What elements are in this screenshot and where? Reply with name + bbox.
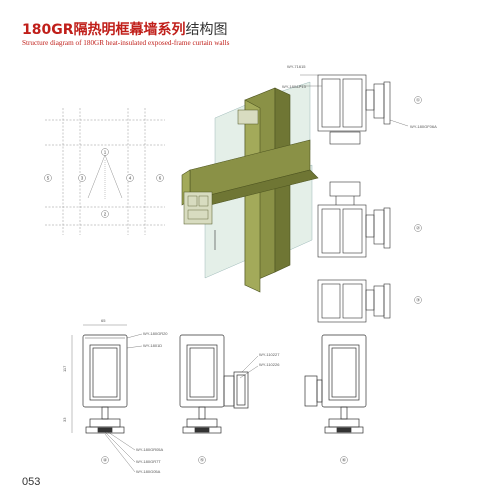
label-wy-180gr7t: WY-180GR7T [136, 459, 161, 464]
mark-3-label: 3 [81, 176, 84, 181]
section-mark-5-label: ⑤ [200, 458, 205, 463]
section-mark-6 [340, 456, 348, 464]
label-wy-180g05a: WY-180G05A [136, 469, 161, 474]
section-mark-2-label: ② [416, 226, 421, 231]
label-wy-180gr05a: WY-180GR05A [136, 447, 164, 452]
mark-6 [156, 174, 164, 182]
title-cn-rest: 结构图 [185, 22, 228, 38]
section-mark-3-label: ③ [416, 298, 421, 303]
page-number: 053 [22, 476, 41, 488]
title-code: 180GR [22, 22, 74, 38]
mark-4-label: 4 [129, 176, 132, 181]
dim-117: 117 [62, 365, 67, 372]
section-mark-6-label: ⑥ [342, 458, 347, 463]
label-wy-1801d: WY-1801D [143, 343, 162, 348]
mark-2 [101, 210, 109, 218]
elevation-grid [45, 108, 165, 235]
section-mark-1 [414, 96, 422, 104]
bottom-sections [71, 324, 367, 473]
label-wy-110226: WY-110226 [259, 362, 280, 367]
section-mark-5 [198, 456, 206, 464]
mark-5-label: 5 [47, 176, 50, 181]
section-mark-2 [414, 224, 422, 232]
profile-3d-illustration [181, 81, 319, 293]
title-cn-main: 隔热明框幕墙系列 [73, 22, 186, 38]
page-title: 180GR隔热明框幕墙系列结构图 [22, 19, 228, 39]
section-6 [304, 334, 367, 434]
elevation-marks: 1 2 3 4 5 6 [44, 148, 164, 218]
mark-4 [126, 174, 134, 182]
mark-3 [78, 174, 86, 182]
section-mark-3 [414, 296, 422, 304]
section-mark-4 [101, 456, 109, 464]
label-wy-71615: WY-71615 [287, 64, 306, 69]
mark-2-label: 2 [104, 212, 107, 217]
dim-65: 65 [101, 318, 106, 323]
right-section-labels: WY-71615 WY-180&P13 WY-180GF06A ① ② ③ [282, 64, 437, 304]
label-wy-180gr20: WY-180GR20 [143, 331, 168, 336]
section-3 [317, 279, 391, 323]
label-wy-180p13: WY-180&P13 [282, 84, 307, 89]
label-wy-110227: WY-110227 [259, 352, 280, 357]
dim-33: 33 [62, 417, 67, 422]
section-mark-4-label: ④ [103, 458, 108, 463]
mark-1-label: 1 [104, 150, 107, 155]
section-mark-1-label: ① [416, 98, 421, 103]
mark-5 [44, 174, 52, 182]
section-4 [71, 324, 128, 434]
section-1 [300, 74, 409, 145]
mark-1 [101, 148, 109, 156]
section-5 [179, 334, 249, 434]
bottom-section-labels: 65 117 33 WY-180GR20 WY-1801D WY-110227 … [62, 318, 348, 474]
right-sections [300, 74, 409, 323]
page-subtitle: Structure diagram of 180GR heat-insulate… [22, 39, 230, 47]
section-2 [317, 181, 391, 258]
label-wy-180gf06a: WY-180GF06A [410, 124, 437, 129]
mark-6-label: 6 [159, 176, 162, 181]
